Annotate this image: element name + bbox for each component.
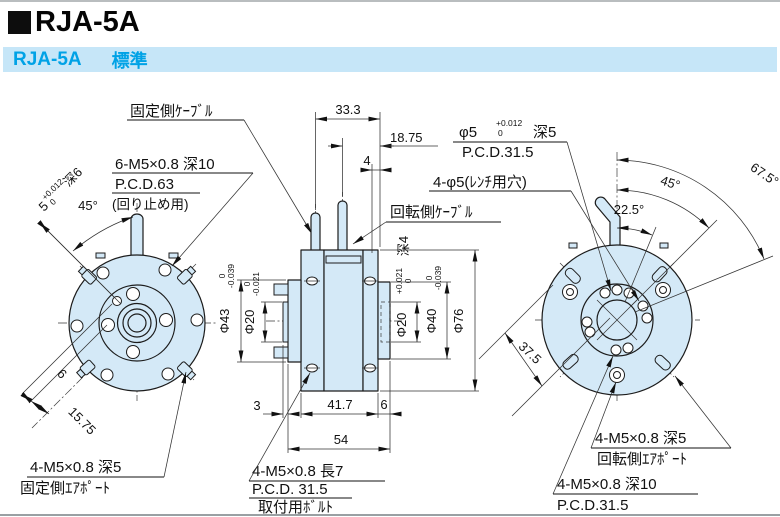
offset-375-dim: 37.5 [478, 284, 611, 417]
pin-hole [112, 296, 122, 306]
svg-text:深5: 深5 [533, 124, 556, 141]
dim-total-width: 54 [334, 432, 348, 447]
svg-text:P.C.D. 31.5: P.C.D. 31.5 [252, 481, 328, 498]
dim-body-width: 41.7 [327, 397, 352, 412]
svg-text:4-M5×0.8 深5: 4-M5×0.8 深5 [595, 430, 686, 447]
svg-text:6-M5×0.8 深10: 6-M5×0.8 深10 [115, 156, 215, 173]
svg-text:4-φ5(ﾚﾝﾁ用穴): 4-φ5(ﾚﾝﾁ用穴) [433, 174, 527, 191]
dim-pin-tol-lower: 0 [48, 196, 59, 207]
bottom-dims: 3 41.7 6 54 [253, 345, 402, 453]
dim-bore-right-tol-u: +0.021 [394, 268, 404, 295]
label-fixed-airport: 4-M5×0.8 深5 固定側ｴｱﾎﾟｰﾄ [20, 371, 187, 497]
left-hub [287, 279, 302, 363]
mount-bolt-holes [101, 287, 173, 359]
top-dims: 33.3 18.75 4 [315, 102, 438, 253]
dim-bore-right-tol-l: 0 [403, 278, 413, 283]
label-rot-airport: 4-M5×0.8 深5 回転側ｴｱﾎﾟｰﾄ [590, 375, 732, 468]
dim-top-width: 33.3 [335, 102, 360, 117]
dim-angle-45: 45° [659, 173, 682, 193]
left-fitting-top [273, 283, 289, 296]
left-fitting-bottom [273, 346, 289, 359]
label-wrench-hole: 4-φ5(ﾚﾝﾁ用穴) [429, 174, 640, 302]
dim-offset-1575: 15.75 [65, 404, 99, 438]
rotor-body [323, 249, 364, 392]
rear-view-rotating-side: 22.5° 45° 67.5° 37.5 φ5 +0.012 0 深5 P.C.… [429, 118, 780, 514]
model-variant-bar: RJA-5A 標準 [3, 47, 777, 72]
dim-offset-375: 37.5 [516, 339, 545, 367]
section-view: 33.3 18.75 4 Φ43 0 -0.039 Φ20 0 -0.021 [217, 102, 501, 516]
dim-angle-left: 45° [78, 198, 98, 213]
section-fixed-cable-tube [310, 212, 321, 253]
svg-text:取付用ﾎﾞﾙﾄ: 取付用ﾎﾞﾙﾄ [258, 499, 333, 516]
dim-bore-left: Φ20 [242, 310, 257, 335]
dim-hub-right-tol-l: -0.039 [433, 266, 443, 290]
model-label: RJA-5A [13, 48, 82, 70]
svg-text:固定側ｴｱﾎﾟｰﾄ: 固定側ｴｱﾎﾟｰﾄ [20, 480, 110, 497]
dim-bore-left-tol-l: -0.021 [251, 272, 261, 296]
svg-text:(回り止め用): (回り止め用) [112, 197, 189, 212]
page-header: RJA-5A [8, 6, 140, 39]
rear-fittings [562, 266, 671, 371]
page-top-rule [0, 0, 780, 2]
dim-angle-675: 67.5° [748, 160, 780, 189]
dim-outer-dia: Φ76 [451, 309, 466, 334]
fixed-cable-tube [130, 213, 144, 258]
dim-bore-left-tol-u: 0 [242, 281, 252, 286]
svg-text:φ5: φ5 [459, 124, 477, 141]
front-view-fixed-side: 5 +0.012 0 深6 45° 6 15.75 固定側ｹｰﾌﾞﾙ 6-M5×… [20, 103, 313, 497]
label-rotation-stop-tap: 6-M5×0.8 深10 P.C.D.63 (回り止め用) [112, 156, 254, 267]
dim-bottom-step: 3 [253, 398, 260, 413]
svg-text:P.C.D.63: P.C.D.63 [115, 176, 174, 193]
dim-hub-right: Φ40 [424, 309, 439, 334]
svg-text:P.C.D.31.5: P.C.D.31.5 [557, 497, 628, 514]
label-rot-tap: 4-M5×0.8 深10 P.C.D.31.5 [552, 355, 698, 514]
page-title: RJA-5A [35, 6, 140, 38]
air-fittings [75, 265, 197, 381]
section-marker-icon [8, 11, 31, 34]
section-rotating-cable-tube [337, 200, 348, 253]
hidden-bore [380, 301, 391, 343]
section-bolt-holes [304, 276, 378, 373]
left-spigot [282, 301, 289, 343]
svg-text:回転側ｴｱﾎﾟｰﾄ: 回転側ｴｱﾎﾟｰﾄ [597, 451, 687, 468]
svg-text:4-M5×0.8 深10: 4-M5×0.8 深10 [557, 476, 657, 493]
label-rotating-cable: 回転側ｹｰﾌﾞﾙ [352, 204, 501, 245]
rear-airport-holes [562, 282, 671, 383]
dim-cable-offset: 18.75 [390, 130, 423, 145]
label-pin-tol-l: 0 [498, 128, 503, 138]
dim-recess-depth: 深4 [396, 236, 411, 256]
svg-text:固定側ｹｰﾌﾞﾙ: 固定側ｹｰﾌﾞﾙ [130, 103, 213, 120]
dim-angle-225: 22.5° [614, 202, 645, 217]
dim-hub-left: Φ43 [217, 309, 232, 334]
rotating-cable-tube [594, 196, 621, 253]
angle-dims: 22.5° 45° 67.5° [614, 157, 780, 313]
svg-text:P.C.D.31.5: P.C.D.31.5 [462, 144, 533, 161]
label-fixed-cable: 固定側ｹｰﾌﾞﾙ [127, 103, 313, 235]
dim-hub-right-tol-u: 0 [424, 275, 434, 280]
svg-text:4-M5×0.8 深5: 4-M5×0.8 深5 [30, 459, 121, 476]
page-bottom-rule [0, 514, 780, 516]
outer-tap-holes [70, 263, 204, 382]
label-pin-tol-u: +0.012 [496, 118, 523, 128]
label-pin-hole: φ5 +0.012 0 深5 P.C.D.31.5 [453, 118, 612, 292]
dim-pin-depth: 深6 [60, 164, 85, 189]
left-dia-dims: Φ43 0 -0.039 Φ20 0 -0.021 [217, 264, 286, 363]
svg-text:回転側ｹｰﾌﾞﾙ: 回転側ｹｰﾌﾞﾙ [390, 204, 473, 221]
right-hub [377, 281, 391, 360]
dim-top-step: 4 [363, 153, 370, 168]
rotor-face-holes [581, 284, 653, 356]
variant-label: 標準 [111, 50, 148, 71]
dim-right-step: 6 [380, 397, 387, 412]
top-recess [325, 255, 362, 264]
dim-hub-left-tol-u: 0 [217, 273, 227, 278]
svg-text:4-M5×0.8 長7: 4-M5×0.8 長7 [252, 463, 343, 480]
dim-hub-left-tol-l: -0.039 [226, 264, 236, 288]
label-mount-bolt: 4-M5×0.8 長7 P.C.D. 31.5 取付用ﾎﾞﾙﾄ [248, 372, 385, 516]
dim-offset-6: 6 [54, 366, 70, 382]
dim-bore-right: Φ20 [394, 313, 409, 338]
right-dia-dims: 深4 Φ20 +0.021 0 Φ40 0 -0.039 Φ76 [380, 236, 479, 392]
